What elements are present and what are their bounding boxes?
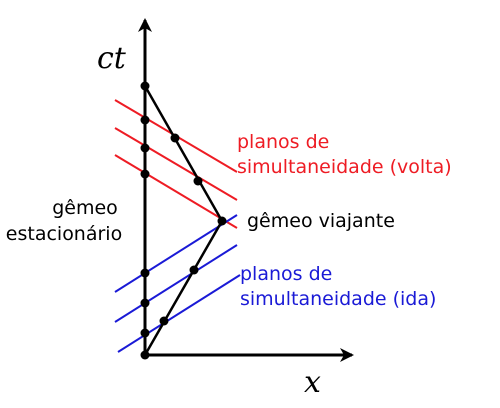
- event-traveler-1: [159, 316, 169, 326]
- return-planes-label-line1: planos de: [237, 131, 329, 153]
- event-traveler-3: [193, 176, 203, 186]
- event-turnaround: [217, 216, 227, 226]
- outbound-simultaneity-planes: [114, 214, 241, 353]
- event-stationary-1: [140, 328, 150, 338]
- traveling-twin-label: gêmeo viajante: [247, 210, 395, 232]
- event-reunion: [140, 81, 150, 91]
- return-simultaneity-planes: [114, 99, 238, 229]
- outbound-plane-3: [117, 274, 241, 353]
- outbound-planes-label-line1: planos de: [240, 263, 332, 285]
- event-traveler-2: [189, 265, 199, 275]
- stationary-twin-label-line2: estacionário: [6, 223, 122, 245]
- return-plane-3: [114, 154, 238, 229]
- return-plane-2: [114, 127, 238, 201]
- outbound-planes-label-line2: simultaneidade (ida): [240, 288, 436, 310]
- traveling-twin-worldline: [143, 85, 224, 356]
- event-traveler-4: [170, 133, 180, 143]
- event-stationary-6: [140, 115, 150, 125]
- time-axis-label: ct: [97, 41, 127, 76]
- event-stationary-5: [140, 143, 150, 153]
- return-planes-label-line2: simultaneidade (volta): [237, 156, 452, 178]
- event-points: [140, 81, 227, 360]
- event-stationary-2: [140, 298, 150, 308]
- event-stationary-4: [140, 169, 150, 179]
- space-axis-label: x: [304, 365, 321, 400]
- event-stationary-3: [140, 268, 150, 278]
- event-origin: [140, 350, 150, 360]
- outbound-plane-2: [114, 244, 238, 323]
- stationary-twin-label-line1: gêmeo: [52, 197, 118, 219]
